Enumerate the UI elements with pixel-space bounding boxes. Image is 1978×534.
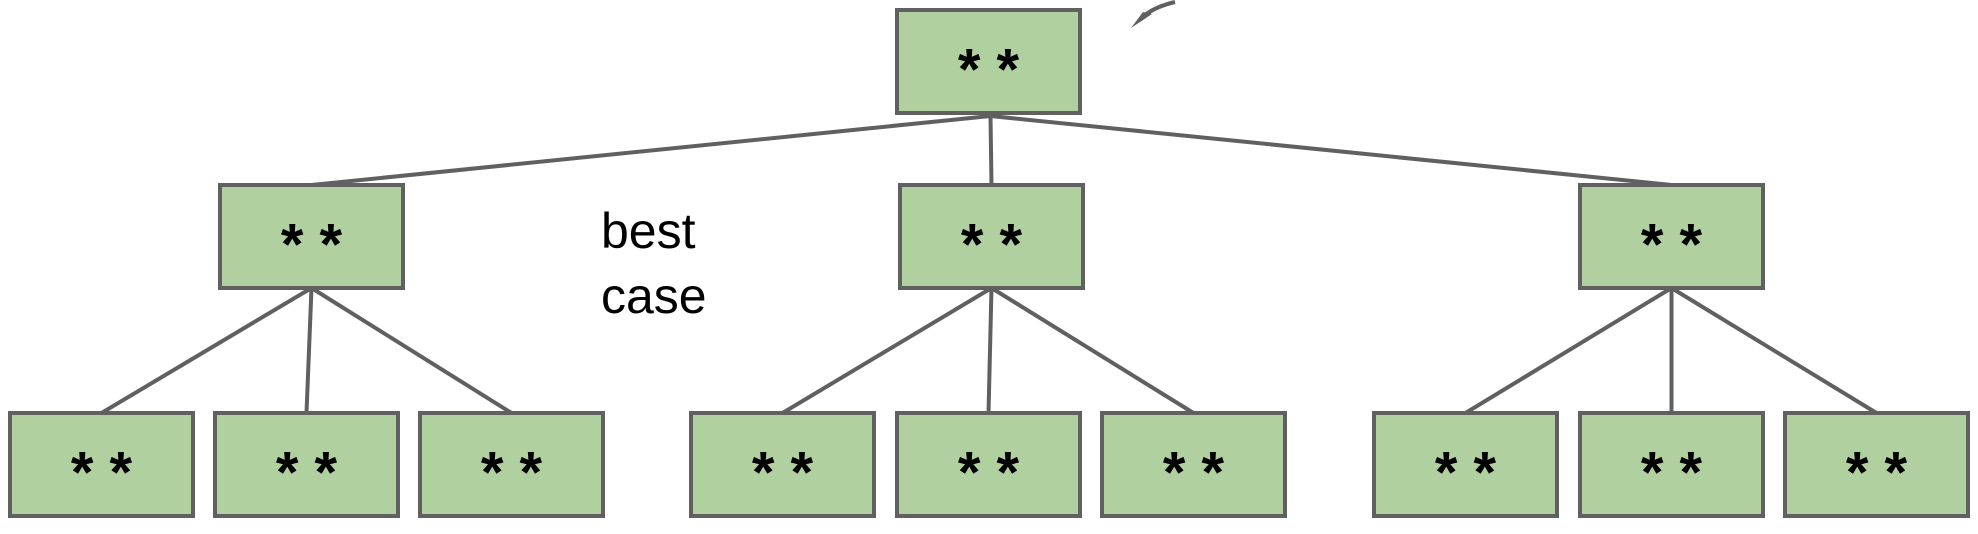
level2-node-5: * * (1100, 411, 1287, 518)
caption-line-case: case (601, 268, 707, 324)
level1-node-1: * * (898, 183, 1085, 290)
level1-node-1-box (898, 183, 1085, 290)
level1-node-2: * * (1578, 183, 1765, 290)
edge-l1-to-l2-2 (310, 286, 513, 415)
edge-root-to-l1-1 (988, 115, 994, 186)
level2-node-0: * * (8, 411, 195, 518)
level2-node-6-box (1372, 411, 1559, 518)
edge-l1-to-l2-5 (990, 286, 1195, 415)
edges-group (100, 114, 1878, 415)
edge-l1-to-l2-0 (100, 286, 313, 415)
level2-node-0-label: * * (71, 441, 133, 506)
level2-node-6: * * (1372, 411, 1559, 518)
level1-node-2-label: * * (1641, 213, 1703, 278)
level2-node-7-label: * * (1641, 441, 1703, 506)
level2-node-1-label: * * (276, 441, 338, 506)
level2-node-6-label: * * (1435, 441, 1497, 506)
level2-node-4: * * (895, 411, 1082, 518)
level2-node-7: * * (1578, 411, 1765, 518)
level2-node-4-box (895, 411, 1082, 518)
level2-node-8-box (1783, 411, 1970, 518)
root-node-label: * * (958, 38, 1020, 103)
edge-l1-to-l2-6 (1464, 286, 1673, 415)
edge-root-to-l1-2 (990, 114, 1672, 187)
caption-line-best: best (601, 203, 696, 259)
level1-node-1-label: * * (961, 213, 1023, 278)
level2-node-2-label: * * (481, 441, 543, 506)
level2-node-8: * * (1783, 411, 1970, 518)
root-node-box (895, 8, 1082, 115)
edge-l1-to-l2-4 (986, 287, 994, 414)
level2-node-0-box (8, 411, 195, 518)
level2-node-2-box (418, 411, 605, 518)
level2-node-7-box (1578, 411, 1765, 518)
level2-node-5-label: * * (1163, 441, 1225, 506)
edge-l1-to-l2-3 (781, 286, 993, 415)
level2-node-8-label: * * (1846, 441, 1908, 506)
level1-node-0-box (218, 183, 405, 290)
level2-node-3-label: * * (752, 441, 814, 506)
level2-node-5-box (1100, 411, 1287, 518)
level2-node-1: * * (213, 411, 400, 518)
level1-node-2-box (1578, 183, 1765, 290)
level1-node-0-label: * * (281, 213, 343, 278)
level1-node-0: * * (218, 183, 405, 290)
arrow-head-icon (1131, 12, 1152, 28)
level2-node-4-label: * * (958, 441, 1020, 506)
root-node: * * (895, 8, 1082, 115)
edge-root-to-l1-0 (311, 114, 991, 187)
nodes-group: * * * * * * * * * * * * * * * * * * * * * * * * * * (8, 8, 1970, 518)
level2-node-3-box (689, 411, 876, 518)
edge-l1-to-l2-8 (1670, 286, 1878, 415)
edge-l1-to-l2-1 (304, 287, 314, 414)
level2-node-3: * * (689, 411, 876, 518)
level2-node-1-box (213, 411, 400, 518)
level2-node-2: * * (418, 411, 605, 518)
